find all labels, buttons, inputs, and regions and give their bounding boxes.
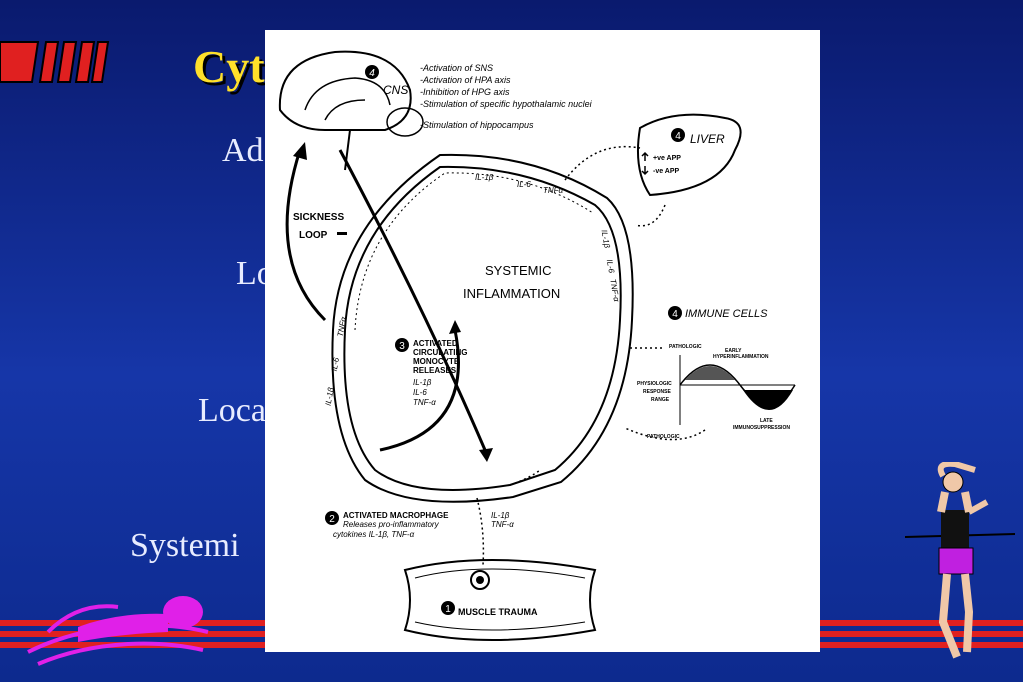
immune-physio: RESPONSE xyxy=(643,389,671,395)
cns-effect: -Stimulation of hippocampus xyxy=(420,120,534,130)
macrophage-line: Releases pro-inflammatory xyxy=(343,520,440,529)
liver-label: LIVER xyxy=(690,132,725,146)
cns-effect: -Activation of SNS xyxy=(420,63,493,73)
macrophage-badge: 2 xyxy=(329,514,335,525)
immune-label: IMMUNE CELLS xyxy=(685,308,768,320)
vessel-label: IL-1β xyxy=(475,173,494,182)
liver-app: +ve APP xyxy=(653,155,681,162)
macrophage-cytokine: IL-1β xyxy=(491,511,510,520)
immune-pathologic-top: PATHOLOGIC xyxy=(669,344,702,350)
sickness-loop-label: SICKNESS xyxy=(293,212,344,223)
vessel-label: IL-1β xyxy=(324,386,336,406)
monocyte-cytokine: TNF-α xyxy=(413,398,436,407)
swimmer-clipart-icon xyxy=(27,596,209,666)
immune-early: EARLY xyxy=(725,348,742,354)
monocyte-cytokine: IL-1β xyxy=(413,378,432,387)
slide-line-1: Ad xyxy=(222,132,264,169)
macrophage-cytokine: TNF-α xyxy=(491,520,514,529)
cns-label: CNS xyxy=(383,83,408,97)
immune-late: LATE xyxy=(760,418,773,424)
cns-badge xyxy=(365,65,379,79)
macrophage-line: cytokines IL-1β, TNF-α xyxy=(333,530,415,539)
liver-badge: 4 xyxy=(675,131,681,142)
immune-badge: 4 xyxy=(672,309,678,320)
muscle-icon xyxy=(403,559,597,641)
monocyte-cytokine: IL-6 xyxy=(413,388,427,397)
slide-line-3: Loca xyxy=(198,392,266,429)
monocyte-line: ACTIVATED xyxy=(413,339,458,348)
vessel-label: TNF-α xyxy=(608,278,621,302)
immune-physio: PHYSIOLOGIC xyxy=(637,381,672,387)
monocyte-line: MONOCYTE xyxy=(413,357,460,366)
slide-line-4: Systemi xyxy=(130,527,240,564)
immune-pathologic-bottom: PATHOLOGIC xyxy=(647,434,680,440)
vessel-label: TNFα xyxy=(336,316,348,338)
sickness-loop-label: LOOP xyxy=(299,230,328,241)
muscle-label: MUSCLE TRAUMA xyxy=(458,607,538,617)
cns-effect: -Activation of HPA axis xyxy=(420,75,511,85)
red-bars-logo-icon xyxy=(0,41,110,83)
systemic-label: SYSTEMIC xyxy=(485,263,551,278)
diagram-panel: 4 CNS -Activation of SNS -Activation of … xyxy=(265,30,820,652)
cns-effect: -Inhibition of HPG axis xyxy=(420,87,510,97)
macrophage-line: ACTIVATED MACROPHAGE xyxy=(343,511,449,520)
immune-late: IMMUNOSUPPRESSION xyxy=(733,425,790,431)
systemic-label: INFLAMMATION xyxy=(463,286,560,301)
immune-early: HYPERINFLAMMATION xyxy=(713,354,769,360)
monocyte-line: RELEASES xyxy=(413,366,457,375)
cns-effect: -Stimulation of specific hypothalamic nu… xyxy=(420,99,593,109)
vessel-label: IL-6 xyxy=(330,356,341,372)
monocyte-badge: 3 xyxy=(399,341,405,352)
monocyte-line: CIRCULATING xyxy=(413,348,468,357)
runner-clipart-icon xyxy=(905,462,1015,659)
vessel-label: IL-6 xyxy=(517,180,531,189)
cns-badge-text: 4 xyxy=(369,68,375,79)
liver-app: -ve APP xyxy=(653,168,680,175)
vessel-label: TNFα xyxy=(543,186,564,195)
immune-physio: RANGE xyxy=(651,397,670,403)
vessel-label: IL-6 xyxy=(605,259,616,275)
systemic-inflammation-diagram: 4 CNS -Activation of SNS -Activation of … xyxy=(278,50,796,641)
vessel-label: IL-1β xyxy=(600,229,612,249)
liver-icon xyxy=(637,113,742,197)
slide-title: Cyt xyxy=(193,41,265,92)
muscle-badge: 1 xyxy=(445,604,451,615)
